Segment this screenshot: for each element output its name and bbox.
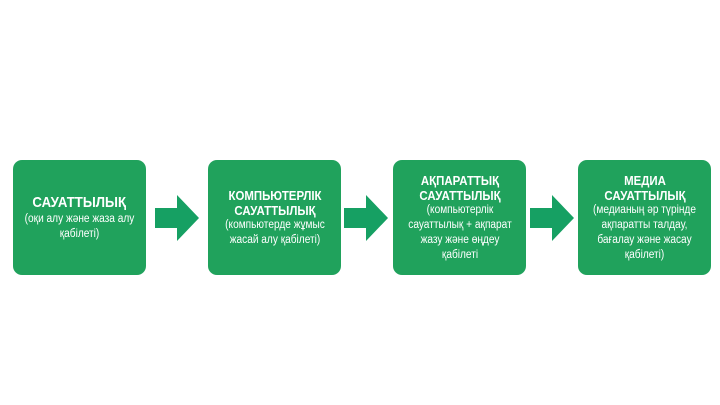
arrow-right-icon [155, 195, 199, 241]
step-title: МЕДИА САУАТТЫЛЫҚ [603, 172, 686, 203]
step-title: АҚПАРАТТЫҚ САУАТТЫЛЫҚ [418, 172, 501, 203]
step-information-literacy: АҚПАРАТТЫҚ САУАТТЫЛЫҚ (компьютерлік сауа… [393, 160, 526, 275]
step-description: (компьютерде жұмыс жасай алу қабілеті) [224, 218, 325, 246]
step-media-literacy: МЕДИА САУАТТЫЛЫҚ (медианың әр түрінде ақ… [578, 160, 711, 275]
step-title: САУАТТЫЛЫҚ [32, 193, 127, 211]
arrow-right-icon [530, 195, 574, 241]
step-title: КОМПЬЮТЕРЛІК САУАТТЫЛЫҚ [227, 187, 322, 218]
step-literacy: САУАТТЫЛЫҚ (оқи алу және жаза алу қабіле… [13, 160, 146, 275]
step-description: (медианың әр түрінде ақпаратты талдау, б… [593, 203, 696, 261]
step-description: (компьютерлік сауаттылық + ақпарат жазу … [407, 203, 512, 261]
arrow-right-icon [344, 195, 388, 241]
step-computer-literacy: КОМПЬЮТЕРЛІК САУАТТЫЛЫҚ (компьютерде жұм… [208, 160, 341, 275]
step-description: (оқи алу және жаза алу қабілеті) [24, 212, 135, 240]
